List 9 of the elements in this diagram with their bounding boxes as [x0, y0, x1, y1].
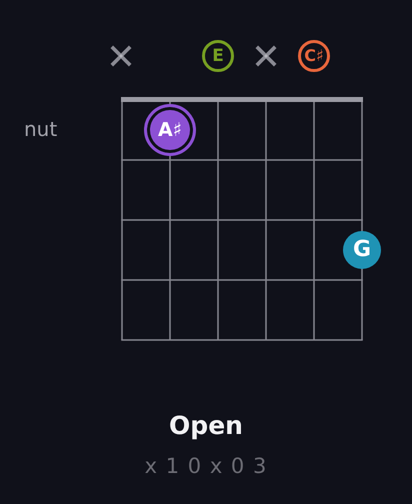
note-ring: C♯: [298, 40, 330, 72]
cross-icon: [110, 45, 132, 67]
cross-icon: [255, 45, 277, 67]
fingering-text: x 1 0 x 0 3: [144, 454, 268, 478]
note-dot: A♯: [144, 104, 196, 156]
nut-label: nut: [24, 118, 58, 140]
note-ring: E: [202, 40, 234, 72]
note-dot: G: [343, 231, 381, 269]
chord-name: Open: [169, 411, 243, 440]
